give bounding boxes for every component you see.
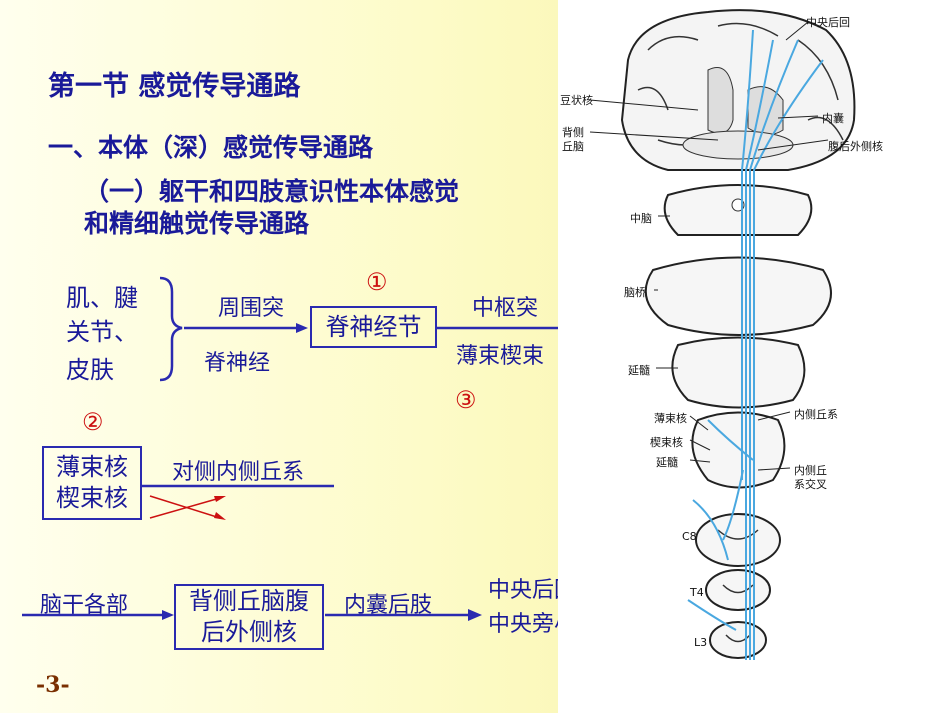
contralateral-lemniscus-label: 对侧内侧丘系	[172, 460, 305, 485]
label-t4: T4	[690, 586, 704, 599]
label-medulla-2: 延髓	[656, 456, 678, 469]
peripheral-process-label: 周围突	[218, 296, 285, 321]
page-number: -3-	[36, 672, 70, 698]
topic-line-2: 和精细触觉传导通路	[84, 209, 310, 238]
section-title: 第一节 感觉传导通路	[48, 71, 301, 102]
receptor-line-2: 关节、	[66, 318, 138, 346]
label-postcentral-gyrus: 中央后回	[806, 16, 850, 29]
label-cuneate-nucleus: 楔束核	[650, 436, 683, 449]
marker-3: ③	[455, 386, 477, 414]
label-pons: 脑桥	[624, 286, 646, 299]
anatomy-drawing	[589, 9, 856, 660]
pathway3-arrows	[22, 609, 482, 621]
label-midbrain: 中脑	[630, 212, 652, 225]
pathway1-arrows	[159, 276, 590, 382]
label-decussation-2: 系交叉	[794, 478, 827, 491]
gracile-nucleus-label: 薄束核	[56, 453, 128, 481]
marker-1: ①	[366, 268, 388, 296]
label-medial-lemniscus: 内侧丘系	[794, 408, 838, 421]
label-l3: L3	[694, 636, 708, 649]
marker-2: ②	[82, 408, 104, 436]
gracile-cuneate-box: 薄束核 楔束核	[42, 446, 142, 520]
spinal-ganglion-box: 脊神经节	[310, 306, 437, 348]
spinal-ganglion-label: 脊神经节	[325, 313, 422, 341]
decussation-lines	[142, 484, 334, 520]
label-internal-capsule: 内囊	[822, 112, 844, 125]
anatomy-figure: 中央后回 豆状核 内囊 背侧 丘脑 腹后外侧核 中脑 脑桥 延髓 内侧丘系 薄束…	[558, 0, 950, 713]
receptor-line-1: 肌、腱	[66, 284, 138, 312]
cuneate-nucleus-label: 楔束核	[56, 484, 128, 512]
topic-line-1: （一）躯干和四肢意识性本体感觉	[84, 177, 460, 206]
spinal-nerve-label: 脊神经	[204, 351, 271, 376]
internal-capsule-label: 内囊后肢	[344, 593, 433, 618]
subsection-title: 一、本体（深）感觉传导通路	[48, 133, 374, 162]
label-c8: C8	[682, 530, 697, 543]
vpl-line-1: 背侧丘脑腹	[189, 587, 309, 615]
label-vpl: 腹后外侧核	[828, 140, 883, 153]
central-process-label: 中枢突	[472, 296, 539, 321]
label-medulla-1: 延髓	[628, 364, 650, 377]
label-thalamus-1: 背侧	[562, 126, 584, 139]
label-lentiform-nucleus: 豆状核	[560, 94, 593, 107]
vpl-box: 背侧丘脑腹 后外侧核	[174, 584, 324, 650]
fasciculi-label: 薄束楔束	[456, 344, 545, 369]
receptor-line-3: 皮肤	[66, 356, 114, 384]
label-gracile-nucleus: 薄束核	[654, 412, 687, 425]
label-decussation-1: 内侧丘	[794, 464, 827, 477]
vpl-line-2: 后外侧核	[201, 618, 297, 646]
label-thalamus-2: 丘脑	[562, 140, 584, 153]
